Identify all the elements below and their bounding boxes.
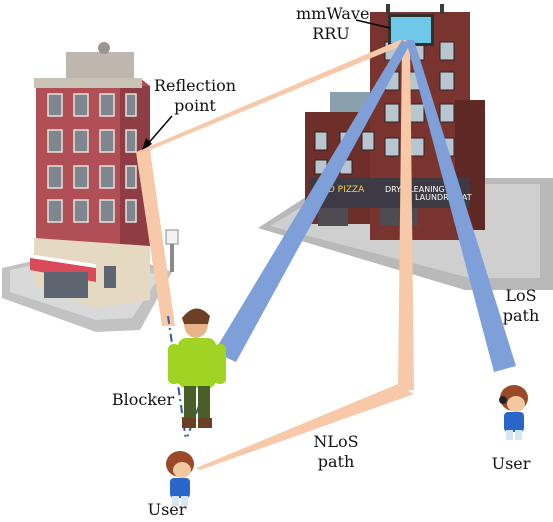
rru-label-line1: mmWave	[296, 4, 370, 23]
reflection-label-line2: point	[174, 96, 216, 115]
nlos-label-line1: NLoS	[313, 432, 359, 451]
los-path	[214, 40, 516, 372]
nlos-label-line2: path	[317, 452, 355, 471]
reflection-arrow-icon	[142, 115, 173, 150]
blocker-label: Blocker	[111, 390, 175, 409]
svg-text:AND PIZZA: AND PIZZA	[315, 185, 365, 195]
reflection-label-line1: Reflection	[153, 76, 237, 95]
nlos-path-label: NLoS path	[306, 432, 366, 472]
reflection-point-label: Reflection point	[146, 76, 244, 116]
svg-text:DRY CLEANING: DRY CLEANING	[385, 185, 445, 194]
user-left-icon	[166, 451, 194, 506]
user-left-label: User	[147, 500, 187, 519]
user-right-icon	[499, 385, 528, 440]
los-label-line1: LoS	[505, 286, 537, 305]
nlos-path	[136, 40, 414, 470]
user-right-label: User	[491, 454, 531, 473]
rru-antenna-icon	[388, 14, 434, 46]
blocker-person-icon	[168, 308, 226, 428]
los-label-line2: path	[502, 306, 540, 325]
rru-leader-line	[355, 19, 391, 29]
rru-label-line2: RRU	[312, 24, 350, 43]
los-path-label: LoS path	[496, 286, 546, 326]
rru-label: mmWave RRU	[296, 4, 370, 44]
nlos-reflected-dashed	[167, 315, 187, 441]
svg-text:LAUNDROMAT: LAUNDROMAT	[415, 193, 472, 202]
left-building	[2, 42, 179, 332]
